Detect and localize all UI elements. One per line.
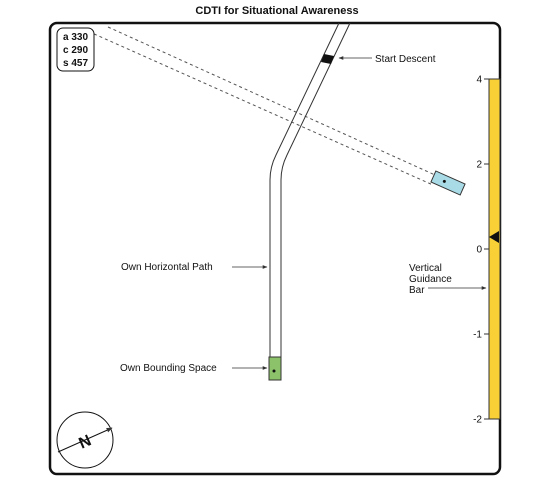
start-descent-marker — [321, 54, 334, 64]
vertical-guidance-bar: 4 2 0 -1 -2 — [473, 75, 501, 426]
diagram-title: CDTI for Situational Awareness — [195, 5, 358, 17]
vgb-label-line1: Vertical — [409, 263, 442, 274]
compass-rose: N — [56, 411, 114, 469]
start-descent-label: Start Descent — [375, 54, 436, 65]
scale-tick-label: 2 — [476, 160, 482, 171]
vgb-label-line2: Guidance — [409, 274, 452, 285]
readout-box: a 330 c 290 s 457 — [56, 27, 95, 72]
own-bounding-space — [268, 356, 282, 381]
vertical-guidance-pointer — [489, 231, 499, 243]
readout-c: c 290 — [63, 45, 88, 56]
scale-tick-label: -1 — [473, 330, 482, 341]
readout-s: s 457 — [63, 58, 88, 69]
north-arrow-icon — [57, 427, 113, 453]
traffic-bounding-space — [430, 170, 466, 196]
own-horizontal-path — [269, 22, 351, 358]
scale-tick-label: 0 — [476, 245, 482, 256]
display-frame — [48, 21, 502, 476]
scale-tick-label: 4 — [476, 75, 482, 86]
vgb-label-line3: Bar — [409, 285, 425, 296]
readout-a: a 330 — [63, 32, 88, 43]
own-aircraft-dot — [272, 369, 276, 373]
traffic-track — [82, 26, 436, 186]
own-path-label: Own Horizontal Path — [121, 262, 213, 273]
own-bounding-label: Own Bounding Space — [120, 363, 217, 374]
scale-tick-label: -2 — [473, 415, 482, 426]
